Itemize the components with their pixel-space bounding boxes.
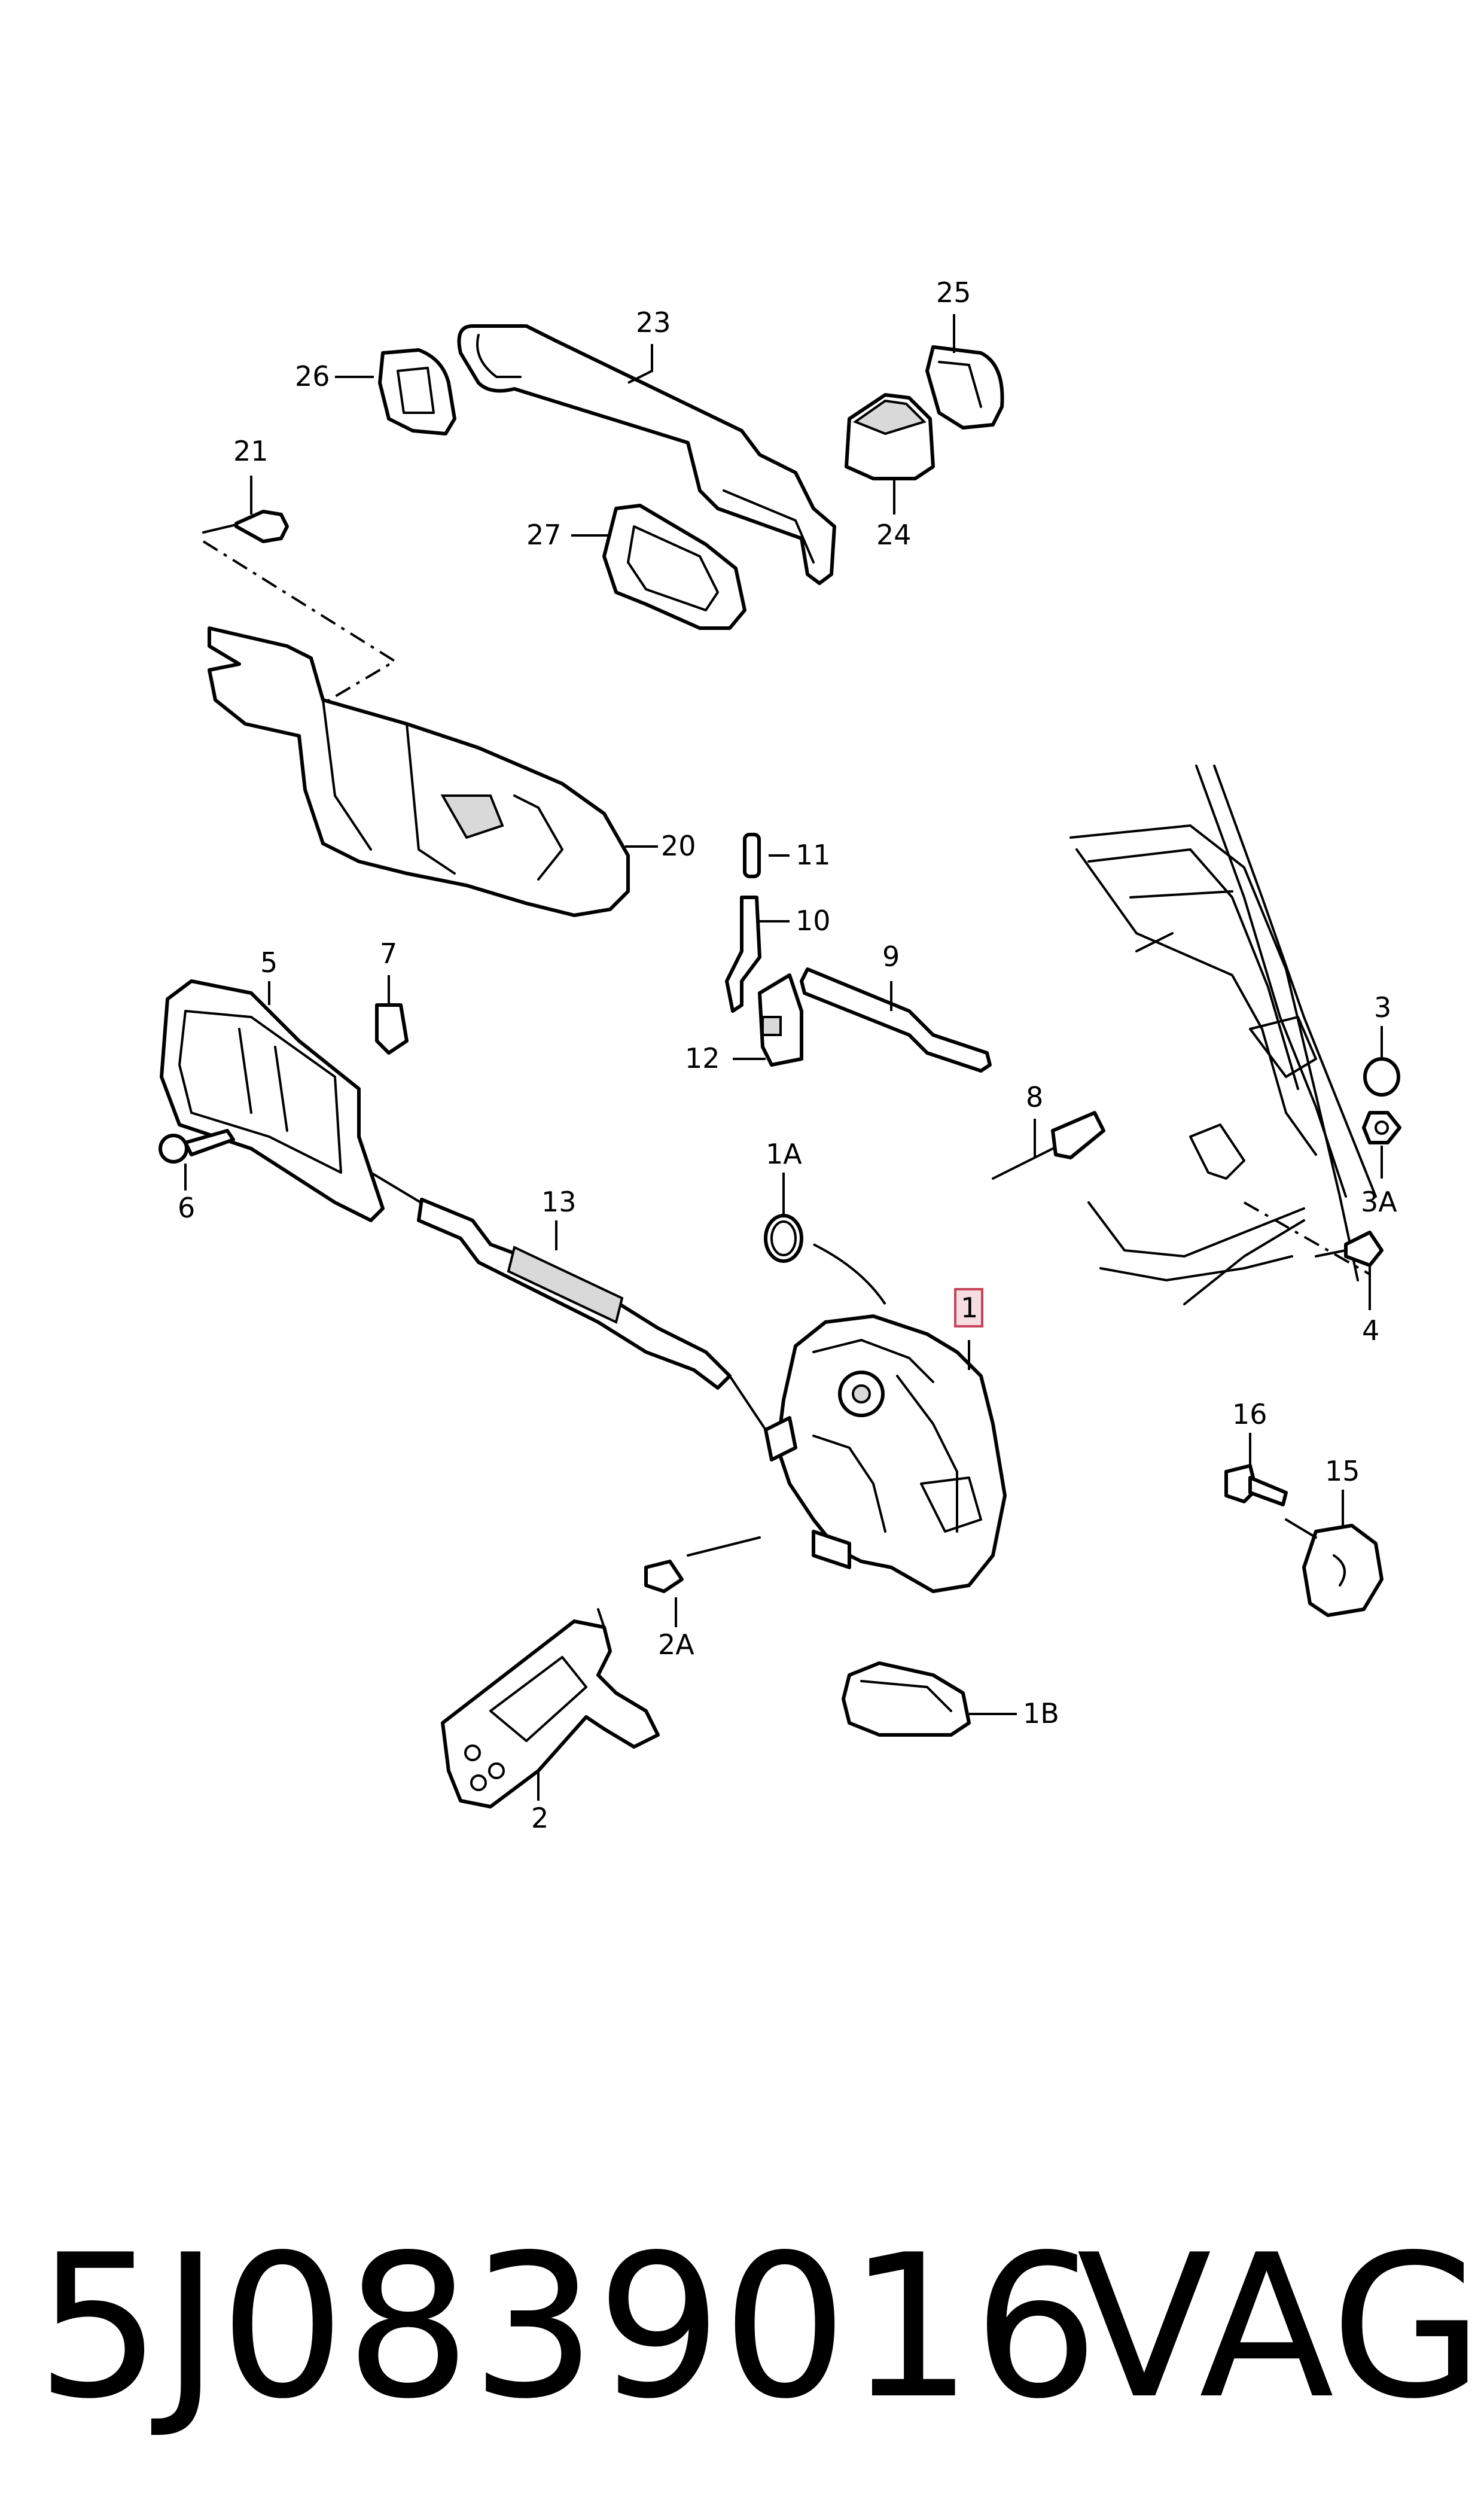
callout-1-highlight [954,1288,983,1327]
part-12-bracket [758,973,803,1067]
callout-11: 11 [796,839,831,871]
callout-10: 10 [796,905,831,937]
part-4-screw [1315,1231,1384,1267]
callout-24: 24 [876,519,912,551]
part-number-label: 5J0839016 [36,2212,1099,2442]
callout-9: 9 [882,940,900,973]
part-2-bracket [441,1608,660,1808]
callout-4: 4 [1362,1314,1379,1347]
brand-label: VAG [1077,2212,1484,2442]
part-1-door-lock [764,1314,1007,1593]
callout-16: 16 [1232,1398,1267,1430]
callout-labels: 23 26 25 24 27 21 20 11 10 9 12 8 3 3A 4… [178,276,1397,1834]
part-6-screw [159,1129,235,1164]
callout-3: 3 [1374,991,1391,1024]
callout-23: 23 [636,306,671,339]
callout-6: 6 [178,1192,195,1224]
part-8-wire-connector [992,1111,1105,1180]
callout-3a: 3A [1361,1186,1397,1218]
callout-5: 5 [260,946,278,979]
callout-8: 8 [1026,1081,1043,1113]
part-21-screw [202,510,289,543]
callout-2: 2 [531,1802,548,1834]
part-2a-rivet [644,1536,761,1593]
part-15-striker [1285,1518,1384,1617]
callout-20: 20 [661,830,696,862]
callout-2a: 2A [658,1628,694,1661]
callout-1b: 1B [1023,1697,1059,1730]
door-frame [1069,765,1377,1305]
part-11-pin [743,833,761,878]
part-3a-nut [1362,1111,1401,1144]
callout-1a: 1A [766,1138,802,1170]
part-5-interior-handle [160,979,385,1222]
part-3-o-ring [1363,1057,1400,1097]
callout-21: 21 [233,435,269,467]
part-16-bolt [1224,1464,1288,1506]
part-25-cover-cap [925,345,1004,430]
callout-13: 13 [541,1186,577,1218]
part-13-bowden-cable [370,1171,767,1431]
part-27-gasket [602,504,746,630]
part-9-rod [800,967,992,1073]
part-10-rod [725,896,761,1013]
callout-27: 27 [526,519,562,551]
callout-26: 26 [295,360,330,392]
part-1a-ring [764,1214,803,1263]
callout-1: 1 [961,1292,978,1324]
part-20-handle-carrier [208,626,630,917]
callout-15: 15 [1325,1455,1360,1487]
leader-lines [184,314,1383,1801]
part-23-door-handle [457,324,836,585]
part-26-end-cap [378,348,456,436]
callout-7: 7 [380,937,397,970]
callout-12: 12 [685,1042,720,1074]
part-7-clip [375,1003,409,1055]
part-24-cylinder-cap [845,393,935,480]
callout-25: 25 [936,276,971,309]
part-1b-cover [842,1661,971,1737]
